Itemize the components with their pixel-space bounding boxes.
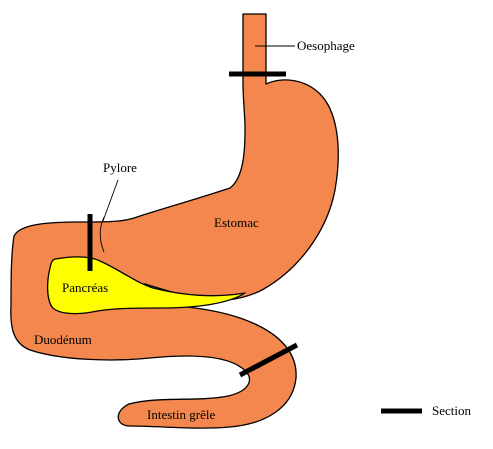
estomac-label: Estomac — [214, 215, 259, 230]
pylore-label: Pylore — [103, 160, 137, 175]
pylore-leader-line — [103, 180, 118, 221]
duodenum-label: Duodénum — [34, 332, 92, 347]
digestive-tract-shape — [11, 14, 338, 428]
intestin-label: Intestin grêle — [147, 407, 215, 422]
legend-section-label: Section — [432, 403, 471, 418]
legend: Section — [381, 403, 471, 418]
oesophage-label: Oesophage — [297, 38, 355, 53]
pancreas-label: Pancréas — [62, 280, 108, 295]
